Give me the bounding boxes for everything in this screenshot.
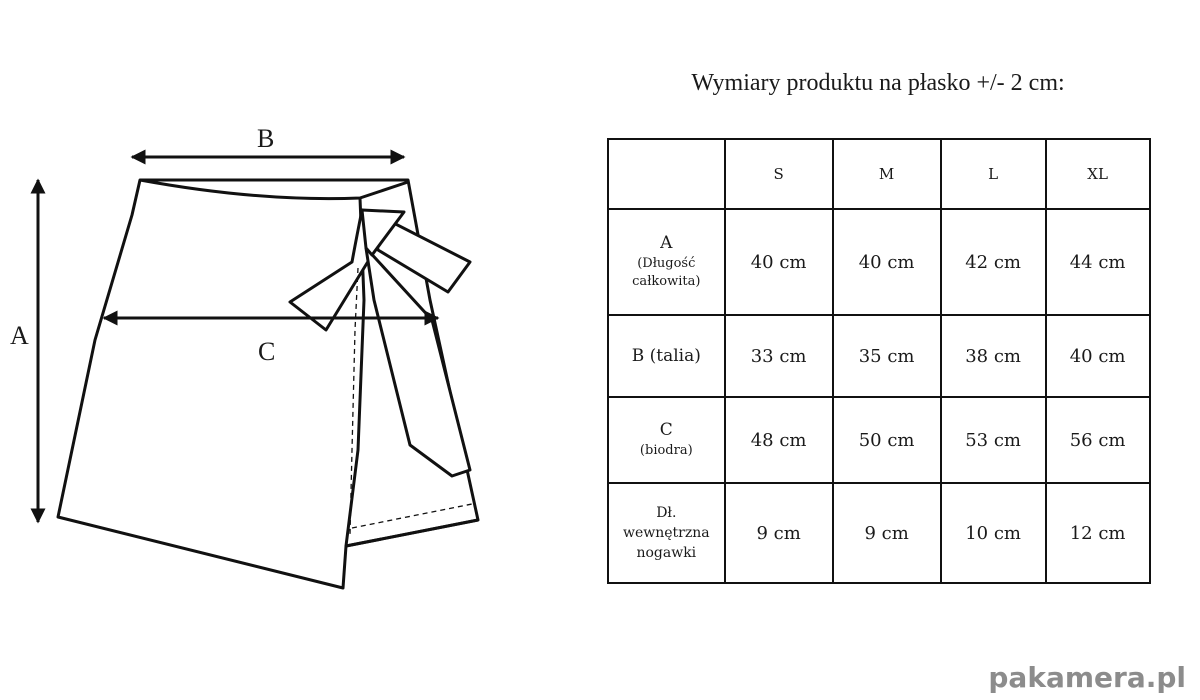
- table-row: A (Długość całkowita) 40 cm 40 cm 42 cm …: [607, 208, 1151, 316]
- table-cell: 9 cm: [723, 482, 834, 584]
- table-header-cell: S: [723, 138, 834, 210]
- table-header-cell: XL: [1044, 138, 1151, 210]
- row-label: B (talia): [607, 314, 726, 398]
- table-cell: 53 cm: [939, 396, 1047, 484]
- row-label: C (biodra): [607, 396, 726, 484]
- row-label-main: B (talia): [631, 345, 701, 366]
- table-cell: 35 cm: [831, 314, 942, 398]
- row-label-main: Dł. wewnętrzna nogawki: [623, 504, 710, 562]
- table-cell: 10 cm: [939, 482, 1047, 584]
- table-cell: 50 cm: [831, 396, 942, 484]
- table-cell: 48 cm: [723, 396, 834, 484]
- skirt-outline: [56, 178, 480, 590]
- skirt-diagram: A B C: [10, 124, 480, 590]
- row-label: Dł. wewnętrzna nogawki: [607, 482, 726, 584]
- dimension-c-label: C: [258, 337, 275, 366]
- watermark-logo: pakamera.pl: [988, 661, 1186, 694]
- table-cell: 38 cm: [939, 314, 1047, 398]
- row-label-sub: (Długość całkowita): [632, 255, 701, 290]
- table-cell: 42 cm: [939, 208, 1047, 316]
- row-label-main: A: [660, 232, 673, 253]
- table-row: B (talia) 33 cm 35 cm 38 cm 40 cm: [607, 314, 1151, 398]
- size-table: S M L XL A (Długość całkowita) 40 cm 40 …: [607, 138, 1151, 584]
- table-cell: 56 cm: [1044, 396, 1151, 484]
- table-header-cell: [607, 138, 726, 210]
- page-title: Wymiary produktu na płasko +/- 2 cm:: [691, 70, 1065, 96]
- table-cell: 9 cm: [831, 482, 942, 584]
- table-row: Dł. wewnętrzna nogawki 9 cm 9 cm 10 cm 1…: [607, 482, 1151, 584]
- dimension-b-label: B: [257, 124, 274, 153]
- stitch-line-vertical: [349, 267, 359, 536]
- table-cell: 40 cm: [831, 208, 942, 316]
- stitch-line-hem: [351, 503, 473, 529]
- table-header-row: S M L XL: [607, 138, 1151, 210]
- table-header-cell: L: [939, 138, 1047, 210]
- table-cell: 12 cm: [1044, 482, 1151, 584]
- table-header-cell: M: [831, 138, 942, 210]
- table-row: C (biodra) 48 cm 50 cm 53 cm 56 cm: [607, 396, 1151, 484]
- row-label: A (Długość całkowita): [607, 208, 726, 316]
- table-cell: 40 cm: [723, 208, 834, 316]
- table-cell: 40 cm: [1044, 314, 1151, 398]
- table-cell: 44 cm: [1044, 208, 1151, 316]
- row-label-main: C: [659, 420, 673, 441]
- row-label-sub: (biodra): [639, 443, 693, 459]
- table-cell: 33 cm: [723, 314, 834, 398]
- dimension-a-label: A: [10, 321, 29, 350]
